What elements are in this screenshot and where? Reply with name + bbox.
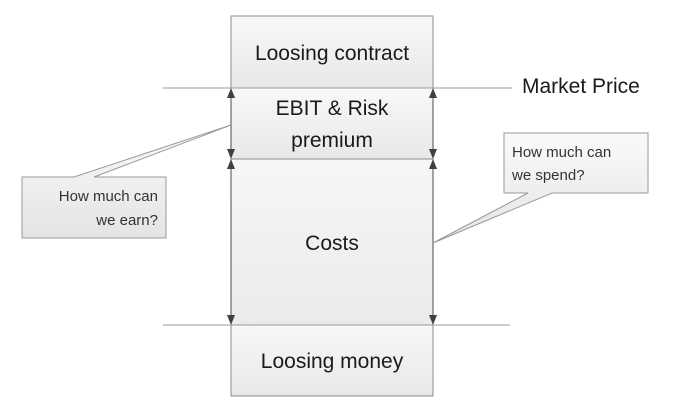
costs-label: Costs	[305, 232, 359, 255]
callout-earn-line1: How much can	[59, 188, 158, 205]
ebit-risk-premium-box: EBIT & Risk premium	[230, 87, 434, 160]
ebit-label-line2: premium	[291, 129, 373, 152]
callout-spend: How much can we spend?	[432, 132, 649, 244]
market-price-label: Market Price	[522, 75, 640, 98]
ebit-label-line1: EBIT & Risk	[276, 97, 389, 120]
callout-earn: How much can we earn?	[21, 124, 232, 239]
callout-earn-line2: we earn?	[95, 212, 158, 229]
callout-spend-line1: How much can	[512, 144, 611, 161]
loosing-contract-box: Loosing contract	[230, 15, 434, 89]
ebit-span-left-arrow	[227, 88, 235, 159]
ebit-span-right-arrow	[429, 88, 437, 159]
costs-span-right-arrow	[429, 159, 437, 325]
loosing-money-box: Loosing money	[230, 324, 434, 397]
costs-box: Costs	[230, 158, 434, 326]
loosing-money-label: Loosing money	[261, 350, 404, 373]
loosing-contract-label: Loosing contract	[255, 42, 409, 65]
costs-span-left-arrow	[227, 159, 235, 325]
callout-spend-line2: we spend?	[511, 167, 585, 184]
